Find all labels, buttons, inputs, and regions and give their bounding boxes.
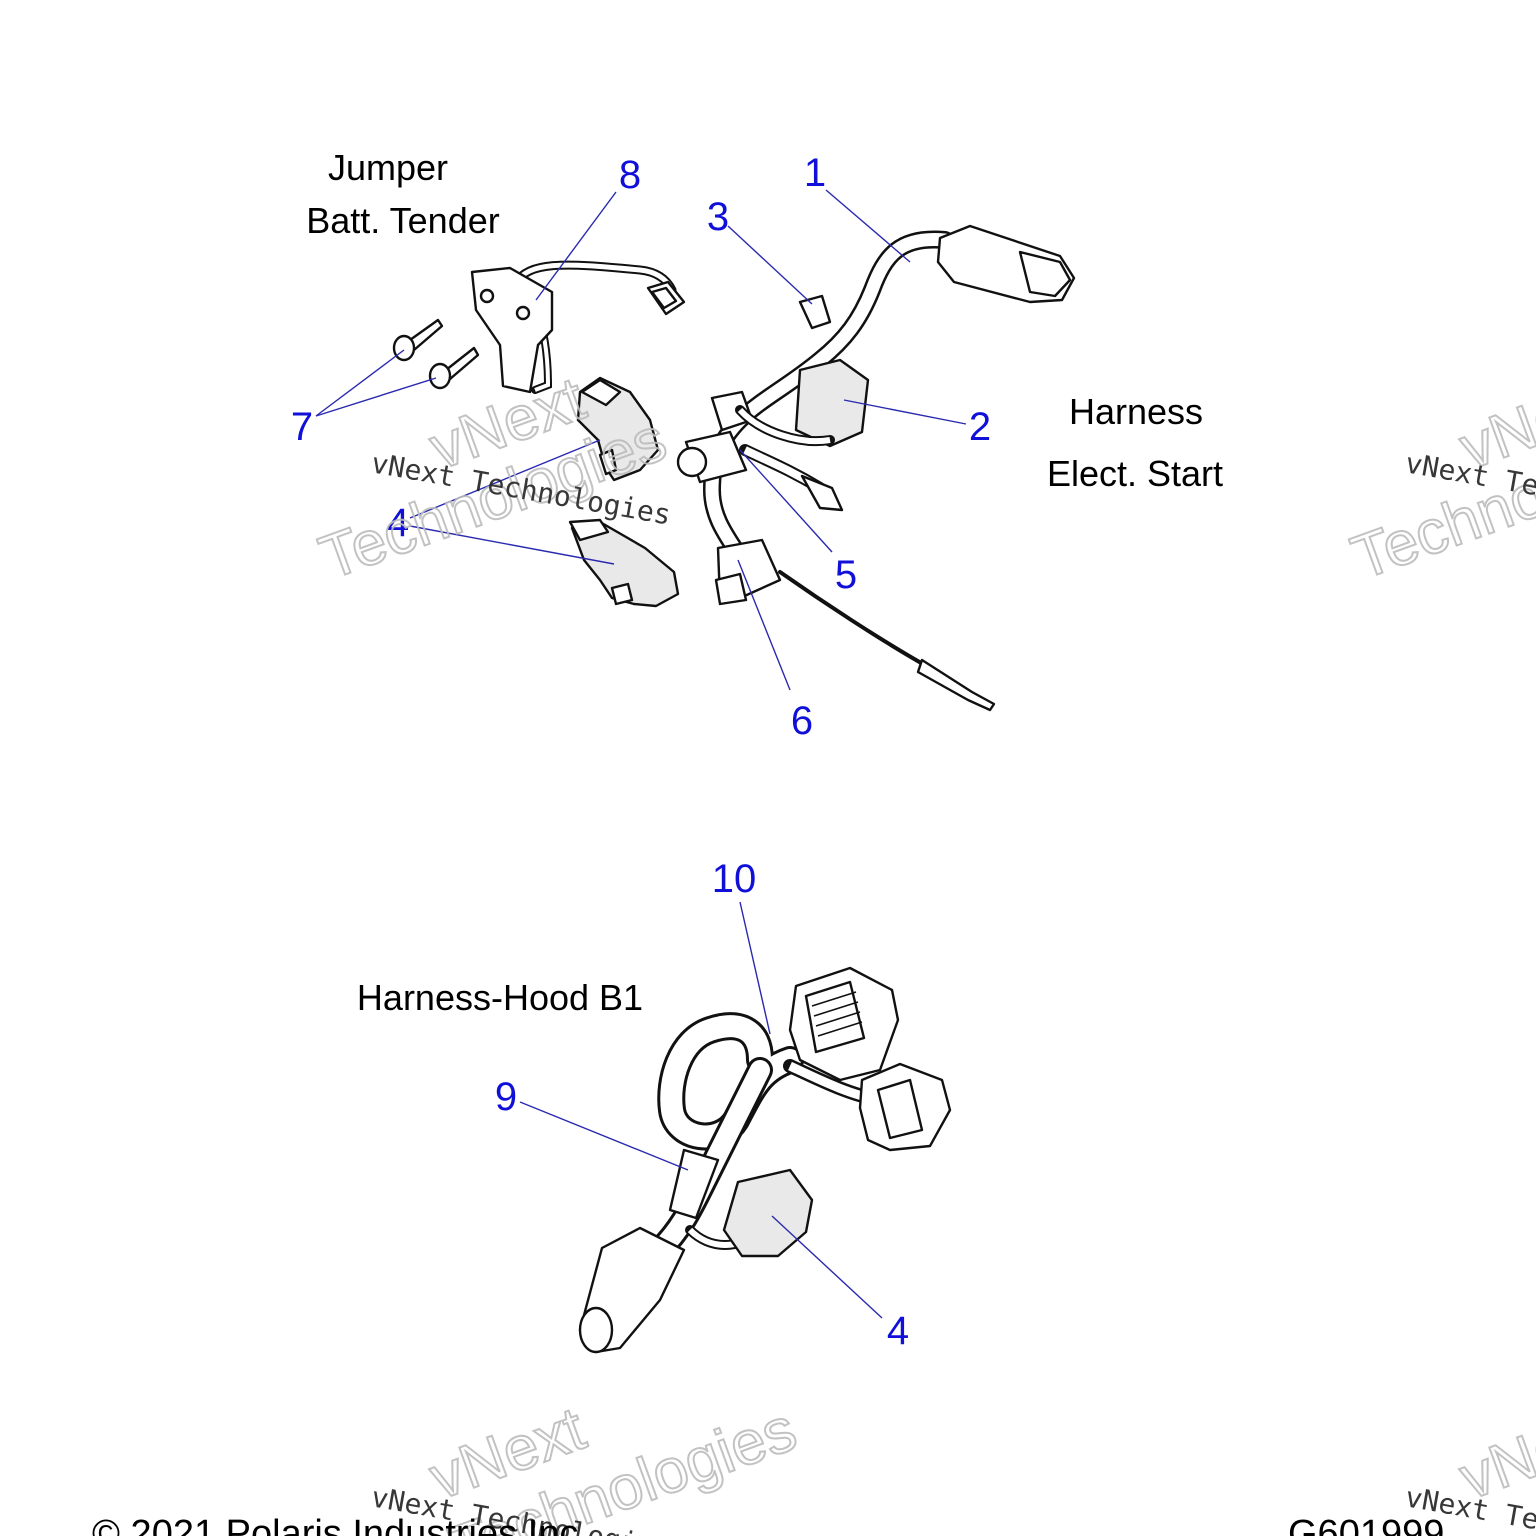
callout-2: 2 [969,405,991,449]
leader-10 [739,901,771,1035]
clip-part-lower [568,518,680,608]
leader-8 [535,191,617,301]
elect-start-harness-part [676,224,1076,712]
leader-7a [315,349,405,417]
figure-id: G601999 [1288,1513,1444,1536]
leader-lines [315,189,967,1319]
callout-9: 9 [495,1075,517,1119]
callout-3: 3 [707,195,729,239]
watermark-right: vNext Technologies vNext Technologies [1342,363,1536,594]
hood-harness-label: Harness-Hood B1 [357,977,643,1018]
screw-part-upper [392,318,444,362]
jumper-batt-tender-part [470,260,686,394]
callout-4-upper: 4 [387,501,409,545]
leader-4c [771,1215,883,1319]
copyright-text: © 2021 Polaris Industries Inc. [92,1513,589,1536]
leader-2 [843,399,967,425]
callout-10: 10 [712,857,757,901]
callout-7: 7 [291,405,313,449]
leader-9 [519,1101,689,1171]
leader-4b [409,525,615,565]
jumper-label-line1: Jumper [328,147,448,188]
leader-3 [727,225,813,305]
clip-part-upper [576,376,660,482]
leader-4a [409,439,601,519]
harness-label-line1: Harness [1069,391,1203,432]
callout-1: 1 [804,151,826,195]
jumper-label-line2: Batt. Tender [306,200,499,241]
harness-label-line2: Elect. Start [1047,453,1223,494]
leader-6 [737,559,791,691]
hood-harness-part [578,966,952,1354]
leader-7b [315,377,437,417]
leader-5 [739,449,833,553]
callout-4-hood: 4 [887,1309,909,1353]
callout-8: 8 [619,153,641,197]
screw-part-lower [428,346,480,390]
callout-5: 5 [835,553,857,597]
leader-1 [825,189,911,263]
callout-6: 6 [791,699,813,743]
